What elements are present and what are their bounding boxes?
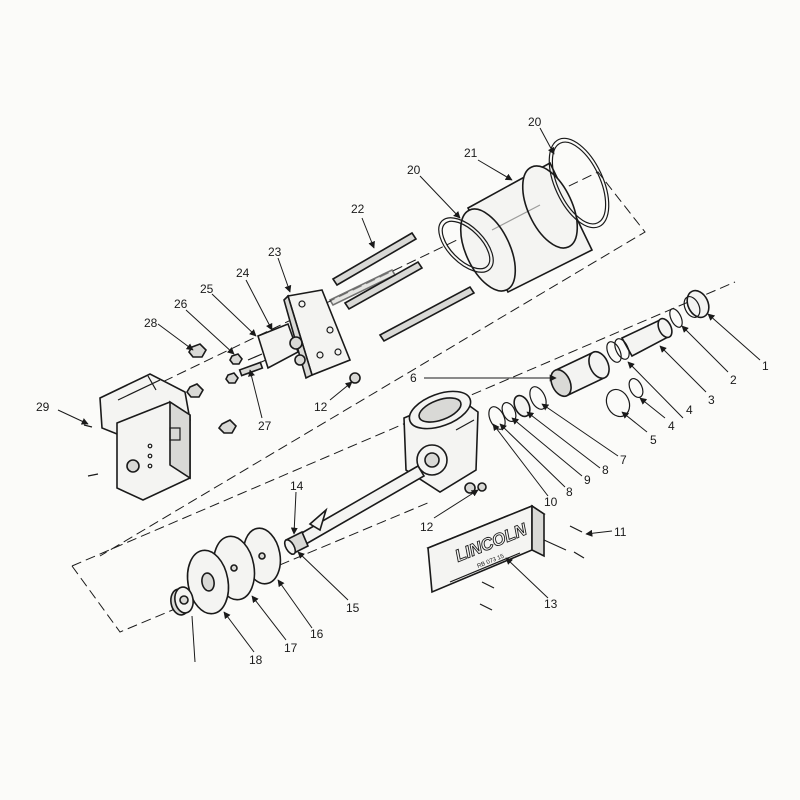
- motor-housing: [83, 373, 191, 501]
- screws: [477, 482, 585, 611]
- o-ring-2: [669, 308, 683, 328]
- callout-27: 27: [258, 419, 272, 433]
- drive-shaft: [283, 464, 426, 556]
- callout-22: 22: [351, 202, 365, 216]
- collar-18: [170, 586, 194, 616]
- callout-11: 11: [614, 525, 627, 539]
- washer-5: [605, 388, 631, 418]
- seal-ring-rear: [548, 137, 610, 229]
- callout-10: 10: [544, 495, 558, 509]
- callout-18: 18: [249, 653, 263, 667]
- callout-25: 25: [200, 282, 214, 296]
- callout-1: 1: [762, 359, 769, 373]
- callout-24: 24: [236, 266, 250, 280]
- callout-17: 17: [284, 641, 298, 655]
- callout-13: 13: [544, 597, 558, 611]
- callout-23: 23: [268, 245, 282, 259]
- callout-15: 15: [346, 601, 360, 615]
- callout-labels: 1 2 3 4 4 5 6 7 8 8 9 10 11 12 12 13 14 …: [36, 115, 769, 667]
- callout-12-top: 12: [314, 400, 328, 414]
- callout-8b: 8: [566, 485, 573, 499]
- callout-2: 2: [730, 373, 737, 387]
- piston-rod-3: [620, 317, 673, 358]
- callout-5: 5: [650, 433, 657, 447]
- cylinder-tube: [459, 161, 594, 294]
- valve-block: [238, 322, 306, 377]
- callout-4b: 4: [668, 419, 675, 433]
- callout-3: 3: [708, 393, 715, 407]
- callout-29: 29: [36, 400, 50, 414]
- nameplate: LINCOLN RB 073 15: [426, 504, 546, 594]
- leader-lines: [57, 127, 761, 663]
- disc-17b: [186, 549, 230, 615]
- piston-6: [550, 350, 610, 398]
- seals-7-8-9-10: [488, 386, 547, 430]
- callout-7: 7: [620, 453, 627, 467]
- callout-6: 6: [410, 371, 417, 385]
- pump-body: [403, 390, 479, 494]
- callout-16: 16: [310, 627, 324, 641]
- callout-14: 14: [290, 479, 304, 493]
- callout-12-bottom: 12: [420, 520, 434, 534]
- callout-20-rear: 20: [528, 115, 542, 129]
- seal-ring-front: [438, 217, 494, 273]
- bushing-1: [683, 289, 710, 319]
- callout-26: 26: [174, 297, 188, 311]
- callout-20-front: 20: [407, 163, 421, 177]
- callout-9: 9: [584, 473, 591, 487]
- callout-28: 28: [144, 316, 158, 330]
- callout-21: 21: [464, 146, 478, 160]
- callout-4a: 4: [686, 403, 693, 417]
- o-rings-4: [606, 338, 644, 399]
- callout-8a: 8: [602, 463, 609, 477]
- end-cap: [283, 289, 352, 380]
- tie-rods: [328, 231, 476, 343]
